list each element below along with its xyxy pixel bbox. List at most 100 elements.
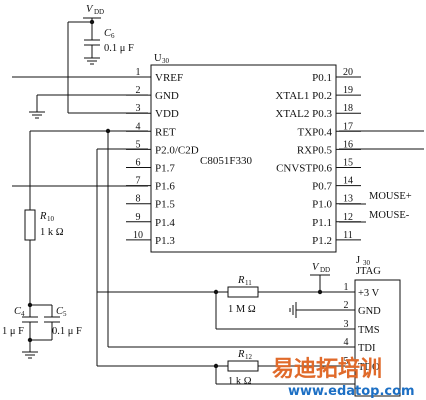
u30-pin-20-name: P0.1 [312, 72, 332, 84]
u30-pin-14-number: 14 [343, 176, 353, 187]
r10-resistor [24, 209, 36, 241]
j30-connector-body [354, 279, 401, 397]
j30-pin-1-number: 1 [344, 282, 349, 293]
svg-text:30: 30 [162, 57, 170, 65]
u30-pin-4-name: RET [155, 126, 176, 138]
svg-text:6: 6 [111, 32, 115, 40]
u30-pin-17-number: 17 [343, 121, 353, 132]
svg-text:30: 30 [363, 259, 371, 267]
u30-pin-10-number: 10 [133, 230, 143, 241]
u30-pin-14-name: P0.7 [312, 181, 332, 193]
j30-label: J 30 JTAG [356, 255, 381, 277]
vdd-top-label: V DD [86, 4, 104, 16]
svg-text:DD: DD [94, 8, 104, 16]
r11-resistor [227, 286, 259, 298]
r12-resistor [227, 360, 259, 372]
u30-pin-3-number: 3 [136, 103, 141, 114]
u30-pin-12-number: 12 [343, 212, 353, 223]
j30-pin-4-number: 4 [344, 337, 349, 348]
u30-pin-5-number: 5 [136, 139, 141, 150]
u30-pin-6-name: P1.7 [155, 163, 175, 175]
u30-pin-2-name: GND [155, 90, 179, 102]
u30-pin-13-name: P1.0 [312, 199, 332, 211]
u30-pin-9-number: 9 [136, 212, 141, 223]
c5-label: C 5 0.1 μ F [52, 306, 82, 337]
svg-text:R: R [237, 275, 245, 286]
svg-text:V: V [312, 262, 320, 273]
svg-text:0.1 μ F: 0.1 μ F [52, 326, 82, 337]
svg-text:10: 10 [47, 215, 55, 223]
j30-pin-2-number: 2 [344, 300, 349, 311]
u30-pin-18-name: XTAL2 P0.3 [275, 108, 332, 120]
svg-text:4: 4 [21, 310, 25, 318]
u30-pin-17-name: TXP0.4 [297, 126, 332, 138]
u30-pin-2-number: 2 [136, 85, 141, 96]
watermark-text: 易迪拓培训 [272, 356, 382, 382]
j30-pin-4-name: TDI [358, 343, 376, 354]
watermark: 易迪拓培训 www.edatop.com [272, 356, 415, 399]
ground-symbol [22, 351, 38, 359]
svg-text:0.1 μ F: 0.1 μ F [104, 43, 134, 54]
c4-label: C 4 1 μ F [2, 306, 25, 337]
junction-dot [213, 363, 219, 369]
svg-text:11: 11 [245, 279, 252, 287]
j30-pin-5-name: TDO [358, 362, 380, 373]
u30-pin-4-number: 4 [136, 121, 141, 132]
u30-pin-20-number: 20 [343, 67, 353, 78]
svg-text:R: R [39, 211, 47, 222]
r12-label: R 12 1 k Ω [228, 349, 253, 387]
j30-pin-5-number: 5 [344, 356, 349, 367]
u30-pin-7-number: 7 [136, 176, 141, 187]
ground-symbol [289, 302, 297, 318]
j30-pin-2-name: GND [358, 306, 381, 317]
c6-label: C 6 0.1 μ F [104, 28, 134, 54]
ground-symbol [29, 111, 45, 119]
u30-pin-6-number: 6 [136, 158, 141, 169]
svg-text:1 M Ω: 1 M Ω [228, 304, 256, 315]
u30-pin-9-name: P1.4 [155, 217, 175, 229]
u30-pin-3-name: VDD [155, 108, 179, 120]
watermark-url: www.edatop.com [288, 384, 415, 399]
svg-text:J: J [356, 255, 360, 266]
svg-text:1 μ F: 1 μ F [2, 326, 24, 337]
u30-pin-19-number: 19 [343, 85, 353, 96]
u30-label: U 30 [154, 53, 170, 65]
svg-text:C: C [56, 306, 64, 317]
svg-text:R: R [237, 349, 245, 360]
u30-pin-15-name: CNVSTP0.6 [276, 163, 332, 175]
u30-pin-8-name: P1.5 [155, 199, 175, 211]
r10-label: R 10 1 k Ω [39, 211, 64, 238]
u30-pin-16-name: RXP0.5 [297, 144, 333, 156]
j30-pin-3-name: TMS [358, 325, 380, 336]
ground-symbol [84, 57, 100, 65]
u30-pin-10-name: P1.3 [155, 235, 175, 247]
svg-text:5: 5 [63, 310, 67, 318]
u30-pin-1-number: 1 [136, 67, 141, 78]
u30-pin-13-number: 13 [343, 194, 353, 205]
junction-dot [105, 128, 111, 134]
mouse-minus-label: MOUSE- [369, 210, 410, 221]
mouse-plus-label: MOUSE+ [369, 191, 412, 202]
u30-pin-15-number: 15 [343, 158, 353, 169]
u30-pin-1-name: VREF [155, 72, 183, 84]
svg-text:V: V [86, 4, 94, 15]
u30-pin-7-name: P1.6 [155, 181, 175, 193]
j30-pin-1-name: +3 V [358, 288, 380, 299]
vdd-jtag-label: V DD [312, 262, 330, 274]
svg-text:DD: DD [320, 266, 330, 274]
svg-text:U: U [154, 53, 162, 64]
u30-pin-19-name: XTAL1 P0.2 [275, 90, 332, 102]
j30-pin-3-number: 3 [344, 319, 349, 330]
u30-pin-5-name: P2.0/C2D [155, 144, 199, 156]
u30-pin-12-name: P1.1 [312, 217, 332, 229]
svg-text:1 k Ω: 1 k Ω [228, 376, 252, 387]
svg-text:C: C [14, 306, 22, 317]
r11-label: R 11 1 M Ω [228, 275, 256, 315]
svg-text:JTAG: JTAG [356, 266, 381, 277]
u30-chip-body [150, 64, 337, 253]
u30-pin-11-number: 11 [343, 230, 353, 241]
